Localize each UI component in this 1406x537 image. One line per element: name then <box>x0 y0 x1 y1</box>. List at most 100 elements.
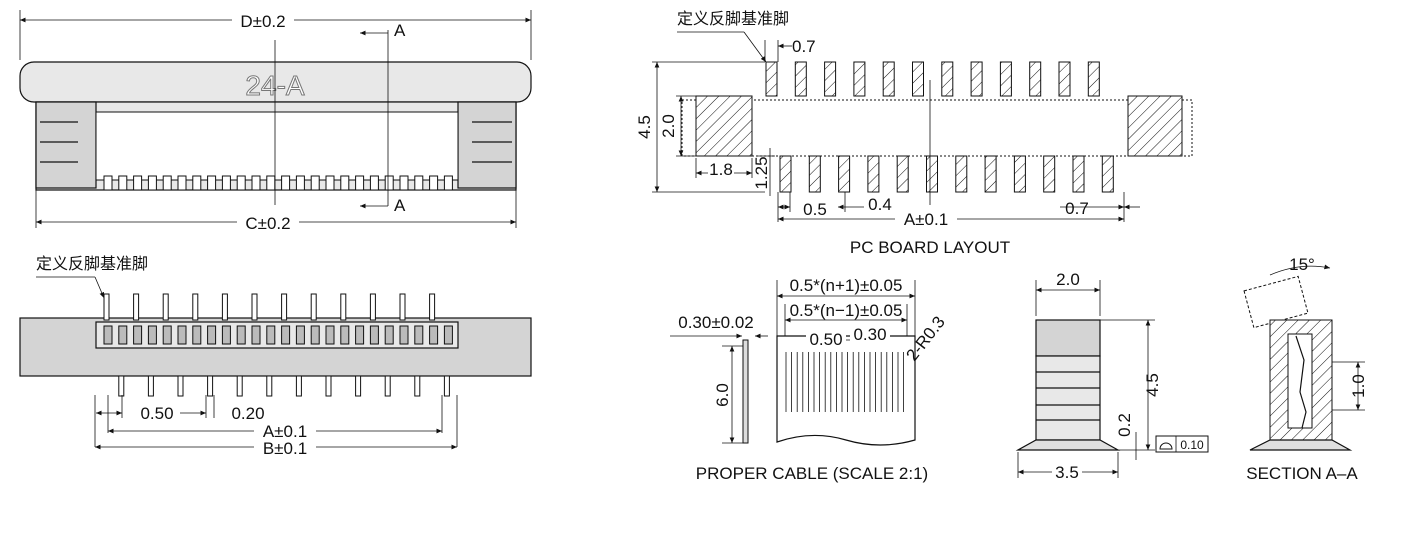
dim-bg <box>895 209 957 227</box>
pcb-pad-lower <box>1101 155 1114 193</box>
dim-bg <box>254 438 316 456</box>
pcb-pad-lower <box>984 155 997 193</box>
front-contact <box>429 325 439 345</box>
pad-len-label: 1.25 <box>752 156 771 189</box>
front-lead-upper <box>162 293 169 321</box>
top-pin <box>295 175 305 191</box>
front-contact <box>281 325 291 345</box>
cable-caption: PROPER CABLE (SCALE 2:1) <box>696 464 928 483</box>
front-contact <box>192 325 202 345</box>
front-lead-lower <box>236 375 243 397</box>
top-pin <box>207 175 217 191</box>
front-lead-lower <box>443 375 450 397</box>
pcb-end-label: 0.7 <box>1065 199 1089 218</box>
top-pin <box>399 175 409 191</box>
pcb-pad-upper <box>765 61 778 97</box>
pcb-caption: PC BOARD LAYOUT <box>850 238 1010 257</box>
front-lead-lower <box>295 375 302 397</box>
cable-thickness-label: 0.30±0.02 <box>678 313 754 332</box>
front-contact <box>369 325 379 345</box>
front-lead-upper <box>369 293 376 321</box>
front-lead-upper <box>310 293 317 321</box>
cable-contact-w-label: 0.30 <box>853 325 886 344</box>
front-contact <box>414 325 424 345</box>
pcb-pad-lower <box>779 155 792 193</box>
pcb-pad-lower <box>1043 155 1056 193</box>
front-lead-upper <box>399 293 406 321</box>
pcb-pad-lower <box>1013 155 1026 193</box>
front-contact <box>177 325 187 345</box>
left-latch <box>35 101 97 189</box>
front-lead-upper <box>340 293 347 321</box>
front-lead-upper <box>429 293 436 321</box>
top-pin <box>118 175 128 191</box>
top-pin <box>221 175 231 191</box>
front-lead-lower <box>207 375 214 397</box>
pcb-pad-upper <box>941 61 954 97</box>
front-lead-lower <box>384 375 391 397</box>
pcb-pad-lower <box>896 155 909 193</box>
dim-bg <box>237 212 299 232</box>
cable-total-label: 0.5*(n+1)±0.05 <box>790 276 903 295</box>
top-pin <box>429 175 439 191</box>
pcb-pad-upper <box>882 61 895 97</box>
connector-outline <box>681 99 1193 157</box>
front-view: 定义反脚基准脚 0.50 0.20 A±0.1 B±0.1 <box>19 255 532 458</box>
top-pin <box>310 175 320 191</box>
front-view-pins <box>103 293 453 397</box>
top-pin <box>355 175 365 191</box>
cable-length-label: 6.0 <box>713 383 732 407</box>
leader-line <box>94 276 105 299</box>
cable-body <box>776 335 916 446</box>
angle-arc <box>1269 264 1331 276</box>
pcb-gap-label: 0.4 <box>868 195 892 214</box>
front-lead-lower <box>266 375 273 397</box>
front-contact <box>207 325 217 345</box>
pcb-pitch-label: 0.5 <box>803 200 827 219</box>
ref-pin-note: 定义反脚基准脚 <box>36 255 148 273</box>
pcb-pad-upper <box>1029 61 1042 97</box>
front-lead-upper <box>103 293 110 321</box>
top-pin <box>177 175 187 191</box>
pcb-pad-upper <box>912 61 924 97</box>
top-pin <box>340 175 350 191</box>
section-label-bottom: A <box>394 196 406 215</box>
pad-width-label: 0.7 <box>792 37 816 56</box>
cable-pitch-label: 0.50 <box>809 330 842 349</box>
profile-symbol-icon <box>1159 442 1173 450</box>
side-upper <box>1035 319 1101 357</box>
front-contact <box>103 325 113 345</box>
dim-b-label: B±0.1 <box>263 439 307 458</box>
side-top-label: 2.0 <box>1056 270 1080 289</box>
cable-contacts <box>785 352 904 412</box>
top-pin <box>384 175 394 191</box>
pcb-a-label: A±0.1 <box>904 210 948 229</box>
section-caption: SECTION A–A <box>1246 464 1358 483</box>
right-latch <box>457 101 517 189</box>
pcb-pad-upper <box>794 61 807 97</box>
dim-a-label: A±0.1 <box>263 422 307 441</box>
top-pin <box>266 175 276 191</box>
front-contact <box>399 325 409 345</box>
front-contact <box>266 325 276 345</box>
top-pin <box>162 175 172 191</box>
pcb-pad-lower <box>926 155 938 193</box>
top-pin <box>192 175 202 191</box>
side-base-label: 3.5 <box>1055 463 1079 482</box>
front-contact <box>236 325 246 345</box>
side-view: 2.0 4.5 0.2 0.10 3.5 <box>1015 270 1209 482</box>
right-mount-pad <box>1127 95 1183 157</box>
front-contact <box>340 325 350 345</box>
front-contact <box>147 325 157 345</box>
cable-contacts-label: 0.5*(n−1)±0.05 <box>790 301 903 320</box>
dim-bg <box>254 422 316 440</box>
front-lead-lower <box>147 375 154 397</box>
standoff-label: 0.2 <box>1115 413 1134 437</box>
top-pin <box>147 175 157 191</box>
front-contact <box>221 325 231 345</box>
front-lead-lower <box>325 375 332 397</box>
height-label: 4.5 <box>635 115 654 139</box>
dim-bg <box>1052 463 1082 481</box>
pcb-pad-lower <box>808 155 821 193</box>
top-view-pins <box>103 175 453 191</box>
